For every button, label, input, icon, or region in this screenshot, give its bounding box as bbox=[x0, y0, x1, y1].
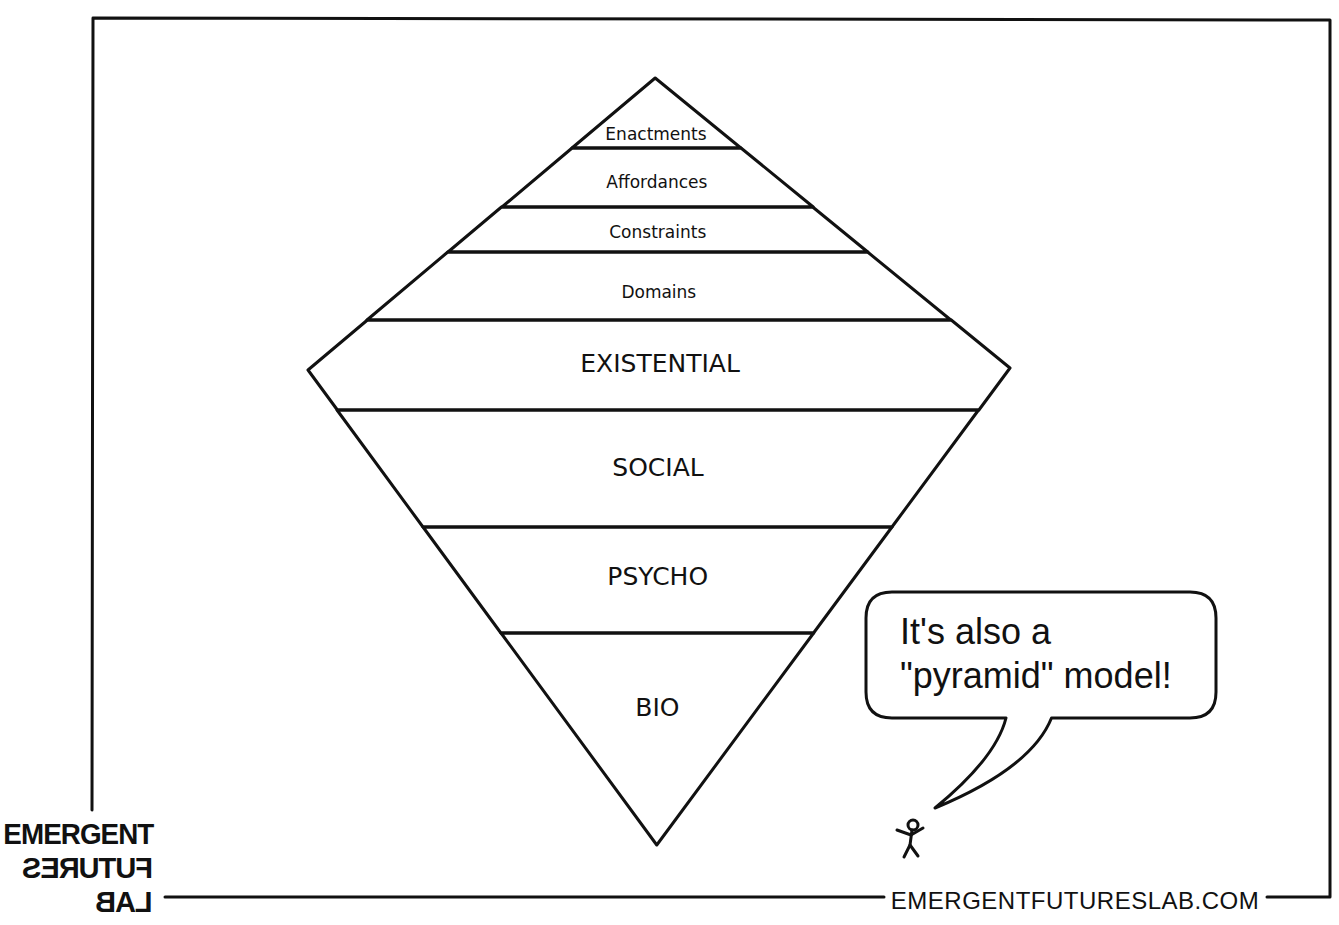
logo-line: EMERGENT bbox=[3, 818, 153, 850]
speech-text: It's also a "pyramid" model! bbox=[900, 610, 1190, 698]
band-affordances: Affordances bbox=[502, 148, 813, 207]
website-url: EMERGENTFUTURESLAB.COM bbox=[891, 887, 1259, 915]
band-enactments: Enactments bbox=[572, 78, 741, 148]
band-shape bbox=[502, 148, 813, 207]
band-label: PSYCHO bbox=[423, 560, 892, 593]
band-bio: BIO bbox=[501, 633, 814, 845]
band-label: Constraints bbox=[448, 221, 868, 243]
band-label: Affordances bbox=[501, 171, 812, 193]
band-constraints: Constraints bbox=[448, 207, 868, 252]
band-label: BIO bbox=[501, 691, 814, 724]
band-existential: EXISTENTIAL bbox=[308, 320, 1010, 410]
band-label: EXISTENTIAL bbox=[309, 347, 1011, 380]
bubble-shape bbox=[866, 592, 1216, 808]
band-label: Enactments bbox=[572, 123, 741, 145]
speech-bubble: It's also a "pyramid" model! bbox=[866, 592, 1216, 718]
band-shape bbox=[423, 527, 892, 633]
band-shape bbox=[337, 410, 979, 527]
frame-border bbox=[92, 18, 1330, 897]
band-social: SOCIAL bbox=[337, 410, 979, 527]
logo-line: LAB bbox=[96, 886, 153, 918]
frame-bottom bbox=[165, 896, 884, 899]
band-shape bbox=[448, 207, 868, 252]
band-domains: Domains bbox=[367, 252, 951, 320]
band-label: Domains bbox=[367, 281, 951, 303]
band-shape bbox=[501, 633, 814, 845]
band-shape bbox=[367, 252, 951, 320]
logo-line: FUTURES bbox=[23, 852, 153, 884]
band-shape bbox=[572, 78, 741, 148]
band-psycho: PSYCHO bbox=[423, 527, 892, 633]
band-outline bbox=[501, 633, 814, 845]
band-label: SOCIAL bbox=[337, 451, 979, 484]
stick-figure bbox=[897, 820, 923, 857]
